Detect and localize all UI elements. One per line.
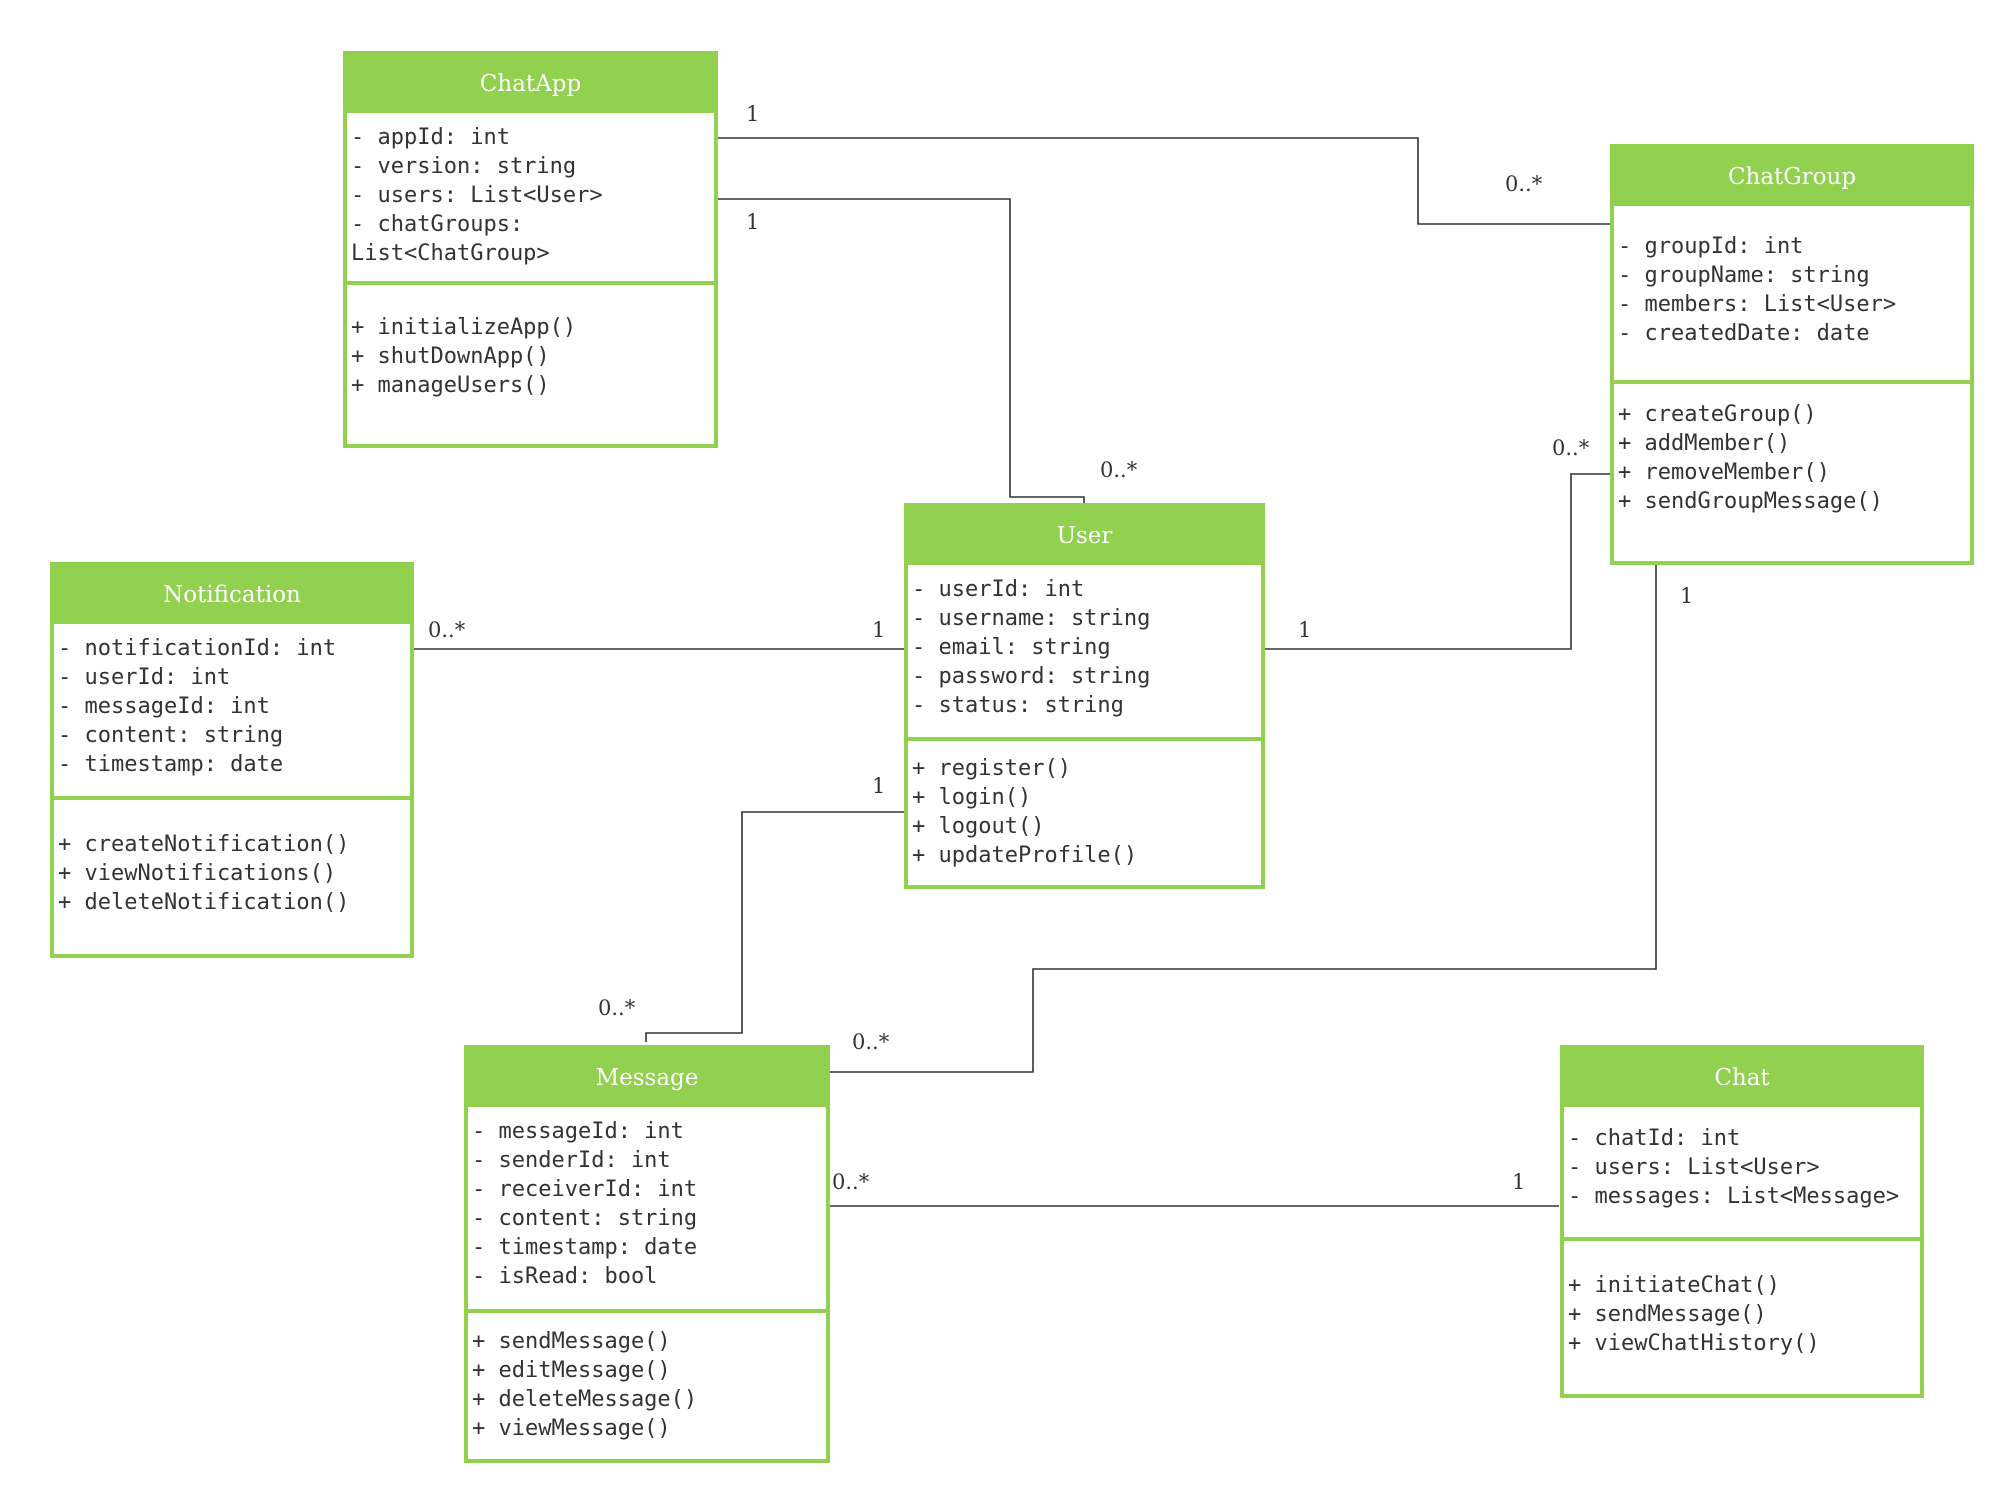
multiplicity-label: 1 <box>1512 1170 1526 1194</box>
multiplicity-label: 0..* <box>852 1030 890 1054</box>
multiplicity-label: 0..* <box>832 1170 870 1194</box>
multiplicity-label: 1 <box>872 618 886 642</box>
multiplicity-label: 1 <box>872 774 886 798</box>
operation: + updateProfile() <box>912 843 1138 868</box>
class-name: ChatApp <box>347 55 714 113</box>
operation: + shutDownApp() <box>351 344 550 369</box>
attribute: - messageId: int <box>472 1119 684 1144</box>
operations-compartment: + sendMessage() + editMessage() + delete… <box>468 1313 826 1443</box>
operation: + deleteMessage() <box>472 1387 698 1412</box>
class-chatapp[interactable]: ChatApp - appId: int - version: string -… <box>343 51 718 448</box>
attributes-compartment: - chatId: int - users: List<User> - mess… <box>1564 1107 1920 1241</box>
class-chat[interactable]: Chat - chatId: int - users: List<User> -… <box>1560 1045 1924 1398</box>
attribute: - timestamp: date <box>472 1235 698 1260</box>
multiplicity-label: 1 <box>746 210 760 234</box>
attribute: - groupName: string <box>1618 263 1870 288</box>
attribute: - members: List<User> <box>1618 292 1897 317</box>
attribute: - chatGroups: <box>351 212 524 237</box>
operation: + register() <box>912 756 1071 781</box>
class-name: Chat <box>1564 1049 1920 1107</box>
attribute: - timestamp: date <box>58 752 284 777</box>
attributes-compartment: - messageId: int - senderId: int - recei… <box>468 1107 826 1313</box>
operation: + login() <box>912 785 1032 810</box>
multiplicity-label: 0..* <box>1552 436 1590 460</box>
operations-compartment: + register() + login() + logout() + upda… <box>908 741 1261 870</box>
attribute: - messages: List<Message> <box>1568 1184 1900 1209</box>
association-chatapp-user <box>717 198 1085 506</box>
operation: + createNotification() <box>58 832 350 857</box>
operation: + addMember() <box>1618 431 1791 456</box>
operation: + removeMember() <box>1618 460 1830 485</box>
multiplicity-label: 0..* <box>598 996 636 1020</box>
operation: + sendMessage() <box>1568 1302 1767 1327</box>
association-chatgroup-message <box>828 564 1657 1073</box>
multiplicity-label: 1 <box>1298 618 1312 642</box>
attribute: - status: string <box>912 693 1124 718</box>
multiplicity-label: 0..* <box>428 618 466 642</box>
attribute: - userId: int <box>912 577 1085 602</box>
operations-compartment: + createGroup() + addMember() + removeMe… <box>1614 384 1970 516</box>
attribute: - createdDate: date <box>1618 321 1870 346</box>
attribute: - isRead: bool <box>472 1264 658 1289</box>
operation: + createGroup() <box>1618 402 1817 427</box>
attribute: - email: string <box>912 635 1111 660</box>
multiplicity-label: 1 <box>746 102 760 126</box>
operations-compartment: + createNotification() + viewNotificatio… <box>54 800 410 917</box>
attribute: List<ChatGroup> <box>351 241 550 266</box>
attribute: - appId: int <box>351 125 510 150</box>
attribute: - users: List<User> <box>1568 1155 1820 1180</box>
class-message[interactable]: Message - messageId: int - senderId: int… <box>464 1045 830 1463</box>
attributes-compartment: - userId: int - username: string - email… <box>908 565 1261 741</box>
attributes-compartment: - groupId: int - groupName: string - mem… <box>1614 206 1970 384</box>
operations-compartment: + initiateChat() + sendMessage() + viewC… <box>1564 1241 1920 1358</box>
attribute: - userId: int <box>58 665 231 690</box>
operation: + initializeApp() <box>351 315 577 340</box>
operation: + sendMessage() <box>472 1329 671 1354</box>
class-notification[interactable]: Notification - notificationId: int - use… <box>50 562 414 958</box>
operation: + deleteNotification() <box>58 890 350 915</box>
operation: + viewChatHistory() <box>1568 1331 1820 1356</box>
operation: + initiateChat() <box>1568 1273 1780 1298</box>
multiplicity-label: 0..* <box>1100 458 1138 482</box>
attribute: - messageId: int <box>58 694 270 719</box>
class-chatgroup[interactable]: ChatGroup - groupId: int - groupName: st… <box>1610 144 1974 565</box>
attribute: - groupId: int <box>1618 234 1804 259</box>
class-name: Message <box>468 1049 826 1107</box>
class-name: ChatGroup <box>1614 148 1970 206</box>
association-user-chatgroup <box>1262 473 1613 650</box>
operations-compartment: + initializeApp() + shutDownApp() + mana… <box>347 285 714 400</box>
operation: + viewMessage() <box>472 1416 671 1441</box>
attribute: - senderId: int <box>472 1148 671 1173</box>
attribute: - content: string <box>472 1206 698 1231</box>
class-name: Notification <box>54 566 410 624</box>
attribute: - notificationId: int <box>58 636 337 661</box>
operation: + editMessage() <box>472 1358 671 1383</box>
attributes-compartment: - notificationId: int - userId: int - me… <box>54 624 410 800</box>
attribute: - chatId: int <box>1568 1126 1741 1151</box>
attribute: - users: List<User> <box>351 183 603 208</box>
attribute: - version: string <box>351 154 577 179</box>
operation: + viewNotifications() <box>58 861 337 886</box>
multiplicity-label: 1 <box>1680 584 1694 608</box>
attribute: - password: string <box>912 664 1151 689</box>
attribute: - receiverId: int <box>472 1177 698 1202</box>
attribute: - content: string <box>58 723 284 748</box>
operation: + sendGroupMessage() <box>1618 489 1883 514</box>
class-name: User <box>908 507 1261 565</box>
operation: + logout() <box>912 814 1045 839</box>
association-chatapp-chatgroup <box>717 137 1613 225</box>
class-user[interactable]: User - userId: int - username: string - … <box>904 503 1265 889</box>
operation: + manageUsers() <box>351 373 550 398</box>
attribute: - username: string <box>912 606 1151 631</box>
multiplicity-label: 0..* <box>1505 172 1543 196</box>
attributes-compartment: - appId: int - version: string - users: … <box>347 113 714 285</box>
association-user-message <box>645 811 907 1042</box>
